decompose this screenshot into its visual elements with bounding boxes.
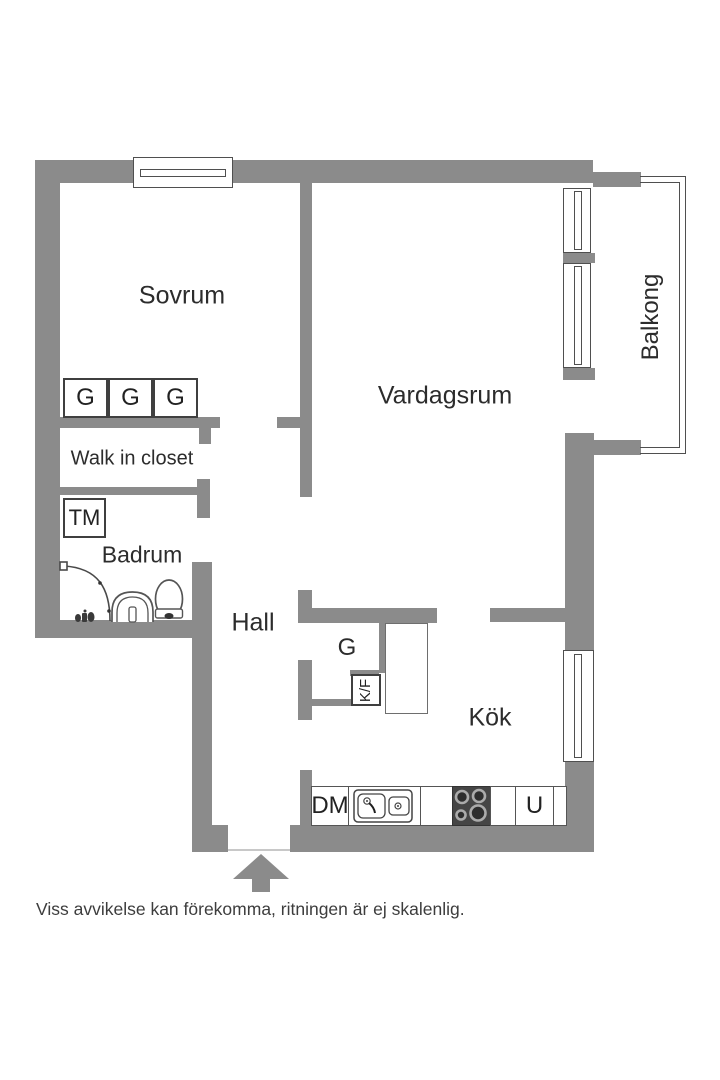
wall-fridge-top [350,670,379,676]
wall-right-balcony-stub [594,440,641,455]
wardrobe-label: G [76,384,95,411]
room-label-kitchen: Kök [468,703,512,732]
wall-top-main [233,160,593,183]
room-label-closet: Walk in closet [70,447,194,470]
room-label-balcony: Balkong [637,273,664,361]
oven-box: U [515,786,554,826]
wall-kitchen-livingroom [490,608,567,622]
wall-hall-west-foot [192,825,228,852]
wardrobe-box-1: G [63,378,108,418]
toilet-icon [154,579,184,619]
wall-hallcloset-stub-top [298,590,312,623]
wall-right-lower [565,762,594,852]
wall-hallcloset-stub-bottom [298,660,312,720]
wall-below-wardrobes [60,417,220,428]
room-label-bathroom: Badrum [101,541,183,568]
entrance-arrow-icon [233,854,289,892]
shower-icon [59,561,111,622]
livingroom-window-1-glass [574,191,582,250]
wall-bottom [290,825,594,852]
counter-segment [420,786,453,826]
fridge-freezer-box: K/F [351,674,381,706]
counter-segment [490,786,516,826]
wall-hall-kitchen [300,770,312,825]
livingroom-window-2-glass [574,266,582,365]
bedroom-window-glass [140,169,226,177]
wall-hall-west [192,562,212,825]
wall-hallcloset-top [312,608,437,623]
wardrobe-label: G [121,384,140,411]
bathroom-sink-icon [111,591,154,623]
wall-right-upper [565,433,594,650]
room-label-livingroom: Vardagsrum [377,381,513,410]
hall-wardrobe-label: G [337,634,357,661]
hall-cabinet [385,623,428,714]
dishwasher-box: DM [311,786,349,826]
wall-fridge-bottom [312,699,352,706]
wall-below-closet [60,487,197,495]
wall-closet-door-jamb-top [199,428,211,444]
dishwasher-label: DM [311,792,349,819]
window-spacer-2 [563,368,595,380]
kitchen-sink-box [348,786,421,826]
wardrobe-box-3: G [153,378,198,418]
fridge-freezer-label: K/F [357,678,375,702]
wall-bedroom-door-jamb [277,417,300,428]
wall-left [35,160,60,638]
wall-hallcloset-divider [379,623,385,673]
disclaimer-caption: Viss avvikelse kan förekomma, ritningen … [36,899,465,919]
room-label-hall: Hall [231,608,275,637]
wall-top-balcony-stub [593,172,641,187]
wardrobe-label: G [166,384,185,411]
room-label-bedroom: Sovrum [138,281,226,310]
wall-bedroom-livingroom [300,183,312,497]
counter-segment [553,786,567,826]
balcony-outline-inner [640,182,680,448]
kitchen-window-glass [574,654,582,758]
washing-machine-label: TM [68,505,101,530]
entry-threshold [228,849,290,851]
window-spacer-1 [563,253,595,263]
wardrobe-box-2: G [108,378,153,418]
wall-bathroom-bottom [35,620,212,638]
washing-machine-box: TM [63,498,106,538]
wall-bathroom-door-jamb [197,479,210,518]
stove-box [452,786,491,826]
balcony-outline-outer [640,176,686,454]
oven-label: U [525,792,544,819]
